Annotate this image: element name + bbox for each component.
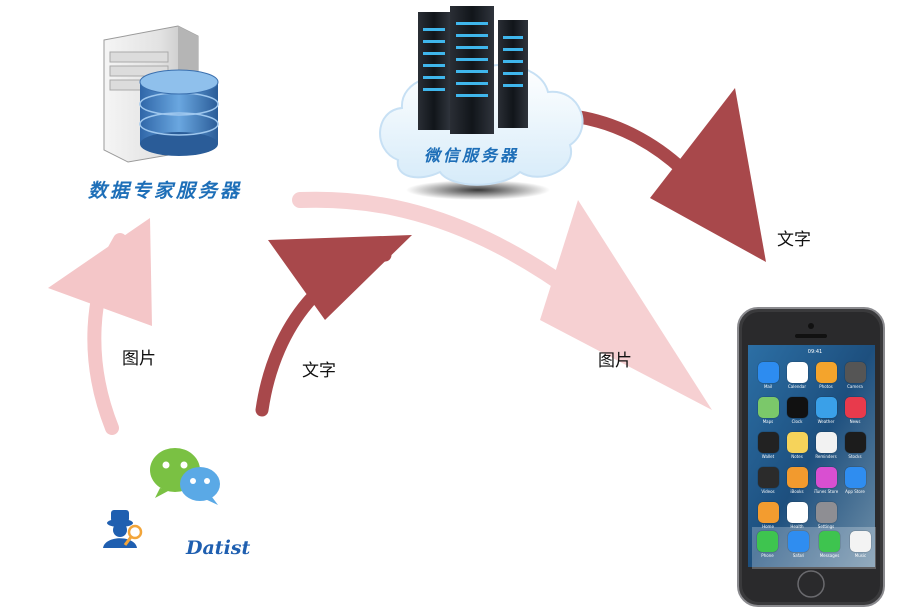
mail-app-icon — [757, 362, 779, 383]
phone-app-notes: Notes — [786, 432, 808, 459]
maps-app-icon — [757, 397, 779, 418]
phone-app-home: Home — [757, 502, 779, 529]
app-label: Calendar — [788, 384, 806, 389]
notes-app-icon — [786, 432, 808, 453]
phone-dock-app-safari: Safari — [788, 531, 809, 558]
app-label: Music — [854, 553, 867, 558]
safari-app-icon — [788, 531, 809, 552]
phone-app-calendar: Calendar — [786, 362, 808, 389]
phone-app-icon — [757, 531, 778, 552]
calendar-app-icon — [786, 362, 808, 383]
videos-app-icon — [757, 467, 779, 488]
camera-app-icon — [844, 362, 866, 383]
phone-app-ibooks: iBooks — [786, 467, 808, 494]
phone-app-clock: Clock — [786, 397, 808, 424]
itunes-store-app-icon — [815, 467, 837, 488]
phone-dock-app-phone: Phone — [757, 531, 778, 558]
edge-label-text-to-wechat-server: 文字 — [302, 361, 336, 381]
app-store-app-icon — [844, 467, 866, 488]
app-label: Home — [762, 524, 774, 529]
phone-app-stocks: Stocks — [844, 432, 866, 459]
news-app-icon — [844, 397, 866, 418]
phone-dock: Phone Safari Messages Music — [752, 527, 876, 569]
app-label: Phone — [761, 553, 774, 558]
wechat-server-label: 微信服务器 — [424, 146, 520, 165]
messages-app-icon — [819, 531, 840, 552]
wechat-server-icon — [379, 6, 584, 200]
phone-app-camera: Camera — [844, 362, 866, 389]
app-label: Clock — [791, 419, 803, 424]
arrow-image-to-data-server — [48, 218, 152, 435]
app-label: Stocks — [848, 454, 862, 459]
clock-app-icon — [786, 397, 808, 418]
phone-app-videos: Videos — [757, 467, 779, 494]
app-label: Wallet — [761, 454, 775, 459]
app-label: Maps — [762, 419, 774, 424]
edge-label-text-to-phone: 文字 — [777, 230, 811, 250]
phone-app-health: Health — [786, 502, 808, 529]
app-label: News — [849, 419, 861, 424]
app-label: Health — [790, 524, 804, 529]
health-app-icon — [786, 502, 808, 523]
app-label: Mail — [763, 384, 773, 389]
app-label: App Store — [845, 489, 865, 494]
ibooks-app-icon — [786, 467, 808, 488]
phone-app-weather: Weather — [815, 397, 837, 424]
home-app-icon — [757, 502, 779, 523]
phone-app-settings: Settings — [815, 502, 837, 529]
phone-app-wallet: Wallet — [757, 432, 779, 459]
music-app-icon — [850, 531, 871, 552]
app-label: Photos — [819, 384, 833, 389]
phone-app-itunes-store: iTunes Store — [813, 467, 839, 494]
wallet-app-icon — [757, 432, 779, 453]
weather-app-icon — [815, 397, 837, 418]
app-label: Settings — [817, 524, 835, 529]
phone-dock-app-messages: Messages — [819, 531, 840, 558]
app-label: Safari — [792, 553, 805, 558]
app-label: Videos — [761, 489, 775, 494]
app-label: Camera — [847, 384, 863, 389]
phone-app-app-store: App Store — [844, 467, 866, 494]
datist-brand-label: Datist — [186, 537, 251, 559]
stocks-app-icon — [844, 432, 866, 453]
datist-detective-icon — [103, 510, 143, 548]
app-label: iTunes Store — [813, 489, 839, 494]
app-label: Notes — [791, 454, 803, 459]
app-label: Messages — [819, 553, 840, 558]
settings-app-icon — [815, 502, 837, 523]
reminders-app-icon — [815, 432, 837, 453]
phone-app-mail: Mail — [757, 362, 779, 389]
app-label: iBooks — [790, 489, 804, 494]
arrow-image-to-phone — [292, 191, 712, 410]
phone-dock-app-music: Music — [850, 531, 871, 558]
arrow-text-to-wechat-server — [255, 235, 412, 417]
phone-app-maps: Maps — [757, 397, 779, 424]
wechat-logo-icon — [150, 448, 220, 505]
phone-app-reminders: Reminders — [815, 432, 837, 459]
photos-app-icon — [815, 362, 837, 383]
phone-status-time: 09:41 — [807, 349, 823, 355]
app-label: Weather — [817, 419, 835, 424]
app-label: Reminders — [815, 454, 837, 459]
data-server-icon — [103, 25, 219, 163]
edge-label-image-to-data-server: 图片 — [122, 349, 156, 369]
data-server-label: 数据专家服务器 — [88, 180, 243, 202]
phone-app-news: News — [844, 397, 866, 424]
edge-label-image-to-phone: 图片 — [598, 351, 632, 371]
phone-app-photos: Photos — [815, 362, 837, 389]
